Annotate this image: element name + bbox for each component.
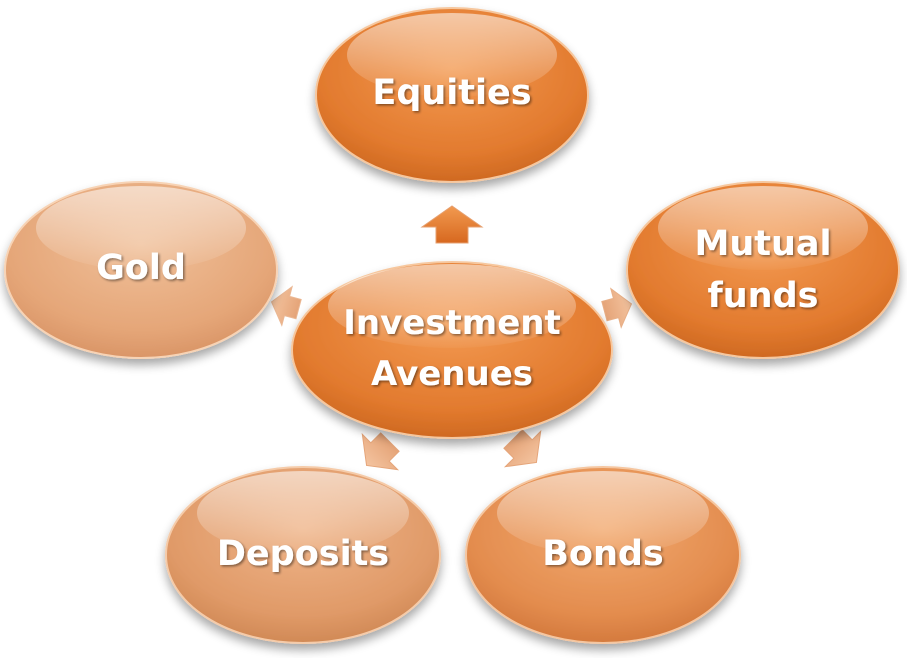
bonds-label: Bonds [542, 534, 664, 574]
arrow-to-bonds [503, 429, 542, 468]
center-label-line1: Investment [343, 303, 561, 343]
arrow-to-mutual-funds [601, 287, 633, 329]
node-gold: Gold [4, 181, 278, 359]
node-bonds: Bonds [465, 466, 741, 644]
arrow-to-deposits [361, 432, 400, 471]
deposits-label: Deposits [217, 534, 389, 574]
equities-label: Equities [372, 73, 531, 113]
node-investment-avenues: Investment Avenues [291, 261, 613, 439]
arrow-to-gold [270, 285, 302, 327]
arrow-to-equities [420, 205, 484, 244]
node-equities: Equities [315, 7, 589, 183]
gold-label: Gold [96, 248, 186, 288]
node-deposits: Deposits [165, 466, 441, 644]
mutual-funds-label-line2: funds [708, 276, 819, 316]
center-label-line2: Avenues [371, 354, 533, 394]
node-mutual-funds: Mutual funds [626, 181, 900, 359]
mutual-funds-label-line1: Mutual [694, 224, 831, 264]
